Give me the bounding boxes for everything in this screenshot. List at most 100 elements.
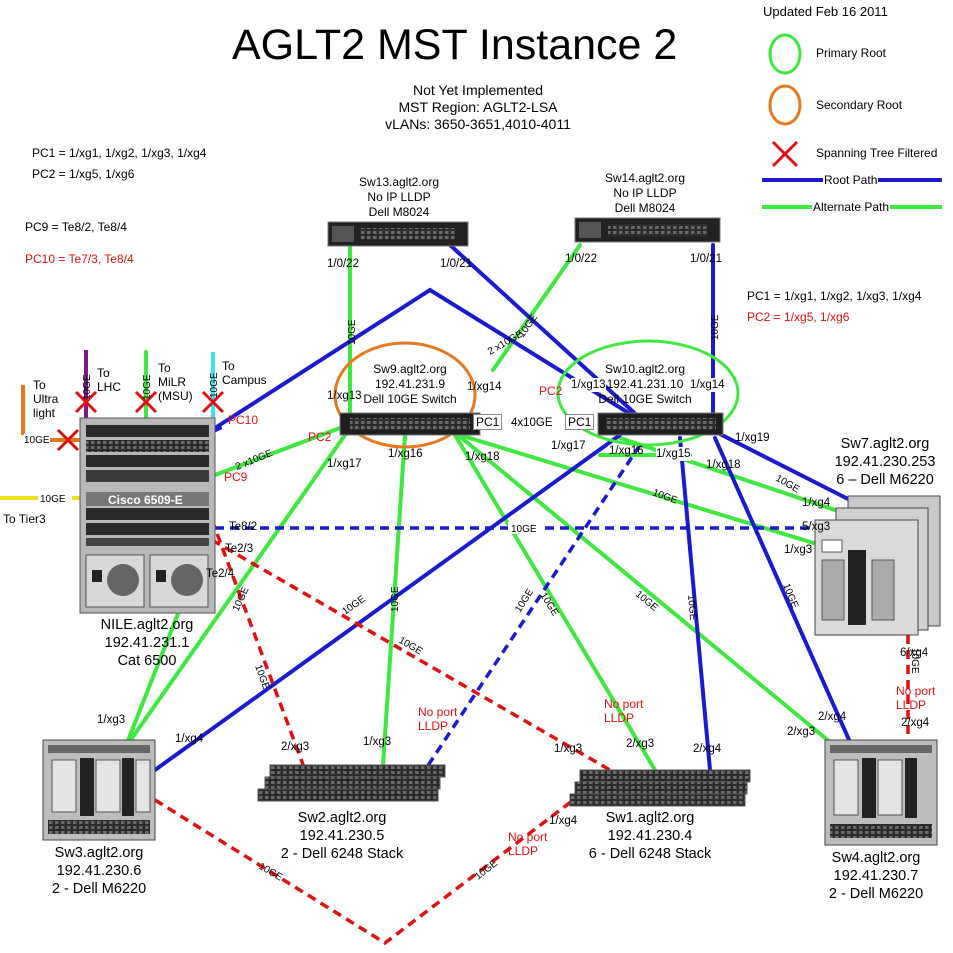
nile-label-3: Cat 6500 xyxy=(117,653,177,669)
legend-alt-label: Alternate Path xyxy=(812,200,891,214)
link-sw9-sw1 xyxy=(453,433,657,772)
no-lldp-note-d: No port LLDP xyxy=(508,830,548,858)
no-lldp-note-b: No port LLDP xyxy=(604,697,644,725)
label-10ge-tier3: 10GE xyxy=(40,494,66,505)
label-10ge-sw7sw4: 10GE xyxy=(909,648,920,674)
legend-primary-label: Primary Root xyxy=(816,46,887,60)
secondary-root-ring xyxy=(333,341,477,449)
label-10ge-sw13: 10GE xyxy=(347,319,358,345)
info-line2: MST Region: AGLT2-LSA xyxy=(398,99,558,115)
uplink-campus-label: To Campus xyxy=(222,359,267,387)
link-sw9-sw4 xyxy=(456,433,832,744)
label-10ge-campus: 10GE xyxy=(209,372,220,398)
sw4-label-2: 192.41.230.7 xyxy=(833,868,919,884)
sw1-label-3: 6 - Dell 6248 Stack xyxy=(588,846,712,862)
sw9-device xyxy=(339,412,481,436)
label-10ge-dashblue: 10GE xyxy=(513,587,536,615)
label-10ge-dashed-horiz: 10GE xyxy=(511,524,537,535)
link-sw10-sw2-dashed xyxy=(423,444,642,771)
port-sw1-2xg3: 2/xg3 xyxy=(626,738,655,750)
port-sw1-1xg4: 1/xg4 xyxy=(549,815,578,827)
legend-filtered-icon xyxy=(771,140,799,168)
link-nile-sw13 xyxy=(213,287,642,430)
port-sw7-xg4: 1/xg4 xyxy=(802,497,831,509)
legend-filtered-label: Spanning Tree Filtered xyxy=(816,146,938,160)
nile-label-1: NILE.aglt2.org xyxy=(100,617,194,633)
port-sw9-xg16: 1/xg16 xyxy=(388,448,423,460)
sw2-device xyxy=(257,764,446,802)
port-sw2-2xg3: 2/xg3 xyxy=(281,741,310,753)
label-10ge-sw10sw1: 10GE xyxy=(685,594,698,621)
link-nile-sw1-dashed xyxy=(211,538,611,772)
pc2-label-b: PC2 xyxy=(539,384,563,398)
pc2-label-a: PC2 xyxy=(308,430,332,444)
sw14-label-2: No IP LLDP xyxy=(613,186,677,200)
port-sw9-xg17: 1/xg17 xyxy=(327,458,362,470)
link-sw9-sw7 xyxy=(448,430,832,550)
sw3-device xyxy=(42,739,156,841)
info-line1: Not Yet Implemented xyxy=(413,82,543,98)
filtered-x-icon xyxy=(74,390,98,414)
sw14-label-1: Sw14.aglt2.org xyxy=(604,171,686,185)
sw10-device xyxy=(597,412,724,436)
port-sw9-xg18: 1/xg18 xyxy=(465,451,500,463)
sw2-label-3: 2 - Dell 6248 Stack xyxy=(280,846,404,862)
sw9-label-2: 192.41.231.9 xyxy=(374,377,446,391)
port-sw10-xg18: 1/xg18 xyxy=(706,459,741,471)
uplink-ultralight-label: To Ultra light xyxy=(33,378,59,420)
port-nile-te24: Te2/4 xyxy=(206,568,235,580)
legend-secondary-ring xyxy=(768,84,802,126)
pc1-label-a: PC1 xyxy=(473,414,503,430)
no-lldp-note-c: No port LLDP xyxy=(896,684,936,712)
label-10ge-sw3sw1-right: 10GE xyxy=(473,858,500,883)
sw14-device xyxy=(574,217,721,243)
sw10-label-3: Dell 10GE Switch xyxy=(598,392,692,406)
filtered-x-icon xyxy=(134,390,158,414)
pc2-note-right: PC2 = 1/xg5, 1/xg6 xyxy=(747,310,850,324)
sw3-label-2: 192.41.230.6 xyxy=(56,863,142,879)
port-sw10-xg17: 1/xg17 xyxy=(551,440,586,452)
sw1-label-1: Sw1.aglt2.org xyxy=(605,810,695,826)
sw2-label-2: 192.41.230.5 xyxy=(299,828,385,844)
sw10-label-1: Sw10.aglt2.org xyxy=(604,362,686,376)
port-sw10-xg16: 1/xg16 xyxy=(609,445,644,457)
pc10-label: PC10 xyxy=(228,413,259,427)
sw7-device xyxy=(814,495,941,636)
port-sw3-xg3: 1/xg3 xyxy=(97,714,126,726)
filtered-marks xyxy=(56,390,225,452)
label-10ge-lhc: 10GE xyxy=(82,374,93,400)
label-10ge-ultra: 10GE xyxy=(24,435,50,446)
port-nile-te82: Te8/2 xyxy=(229,521,258,533)
uplink-lhc-label: To LHC xyxy=(97,366,122,394)
updated-date: Updated Feb 16 2011 xyxy=(763,4,888,19)
sw4-device xyxy=(824,739,938,846)
sw7-label-1: Sw7.aglt2.org xyxy=(840,436,930,452)
pc10-note-left: PC10 = Te7/3, Te8/4 xyxy=(25,252,134,266)
uplink-milr-label: To MiLR (MSU) xyxy=(158,361,193,403)
page-title: AGLT2 MST Instance 2 xyxy=(232,21,678,69)
link-sw14-sw10-alt xyxy=(491,243,582,372)
label-10ge-sw9sw2: 10GE xyxy=(390,586,401,612)
link-sw10-sw1 xyxy=(678,436,712,772)
root-links xyxy=(153,243,852,772)
port-sw13-21: 1/0/21 xyxy=(440,258,472,270)
port-sw1-1xg3: 1/xg3 xyxy=(554,743,583,755)
port-sw4-2xg4b: 2/xg4 xyxy=(901,717,930,729)
sw4-label-3: 2 - Dell M6220 xyxy=(828,886,924,902)
pc1-note-right: PC1 = 1/xg1, 1/xg2, 1/xg3, 1/xg4 xyxy=(747,289,922,303)
sw13-label-3: Dell M8024 xyxy=(368,205,430,219)
port-sw7-1xg3: 1/xg3 xyxy=(784,544,813,556)
nile-label-2: 192.41.231.1 xyxy=(104,635,190,651)
port-nile-te23: Te2/3 xyxy=(225,543,254,555)
info-line3: vLANs: 3650-3651,4010-4011 xyxy=(385,116,571,132)
uplink-tier3-label: To Tier3 xyxy=(3,512,46,526)
sw3-label-1: Sw3.aglt2.org xyxy=(54,845,144,861)
sw9-label-1: Sw9.aglt2.org xyxy=(373,362,447,376)
sw13-device xyxy=(327,221,469,247)
sw4-label-1: Sw4.aglt2.org xyxy=(831,850,921,866)
sw1-device xyxy=(569,769,751,807)
sw14-label-3: Dell M8024 xyxy=(614,201,676,215)
port-sw14-22: 1/0/22 xyxy=(565,253,597,265)
link-sw10-sw3 xyxy=(153,433,622,772)
